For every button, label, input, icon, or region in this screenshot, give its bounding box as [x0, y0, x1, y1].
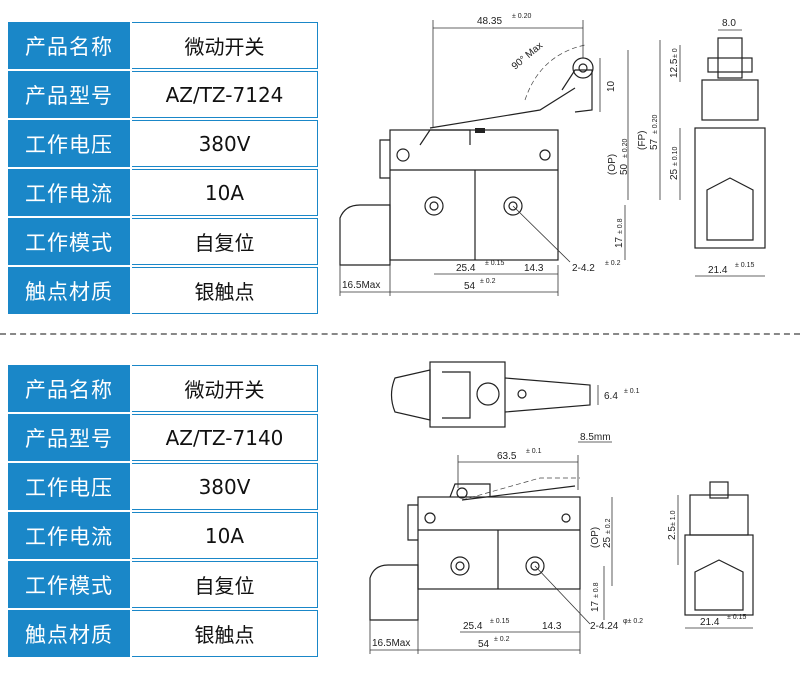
dim-64: 6.4 [604, 391, 618, 402]
dim-143: 14.3 [524, 263, 544, 274]
dim-2424: 2-4.24 [590, 621, 619, 632]
tol-125: ± 0 [672, 48, 679, 58]
dim-165-2: 16.5Max [372, 638, 410, 649]
spec-row-mode: 工作模式 自复位 [8, 560, 318, 609]
dimension-drawing-2: 6.4 ± 0.1 8.5mm 63.5 ± 0.1 (OP) 25 ± 0.2… [369, 361, 754, 654]
dim-50: 50 [619, 163, 630, 175]
tol-254-2: ± 0.15 [490, 618, 510, 625]
tol-54: ± 0.2 [480, 278, 496, 285]
spec-row-mode: 工作模式 自复位 [8, 217, 318, 266]
top-view-2: 6.4 ± 0.1 [390, 361, 640, 428]
dim-90: 90° Max [510, 40, 545, 72]
tol-254: ± 0.15 [485, 260, 505, 267]
tol-2424: φ± 0.2 [623, 618, 643, 625]
dim-17-2: 17 [590, 600, 601, 612]
spec-label-contact: 触点材质 [8, 610, 130, 657]
tol-214: ± 0.15 [735, 262, 755, 269]
dim-254-2: 25.4 [463, 621, 483, 632]
dim-80: 8.0 [722, 18, 736, 29]
switch-body-2: 8.5mm 63.5 ± 0.1 (OP) 25 ± 0.2 17 ± 0.8 … [369, 432, 643, 654]
dim-635: 63.5 [497, 451, 517, 462]
spec-label-contact: 触点材质 [8, 267, 130, 314]
spec-value-model: AZ/TZ-7124 [132, 71, 318, 118]
dim-85: 8.5mm [580, 432, 611, 443]
tol-57: ± 0.20 [652, 114, 659, 134]
dimension-drawing-1: 48.35 ± 0.20 90° Max 10 (OP) 50 ± 0.20 (… [339, 13, 766, 296]
spec-table-1: 产品名称 微动开关 产品型号 AZ/TZ-7124 工作电压 380V 工作电流… [8, 21, 318, 315]
dim-10: 10 [606, 80, 617, 92]
spec-row-name: 产品名称 微动开关 [8, 21, 318, 70]
dim-165: 16.5Max [342, 280, 380, 291]
dim-54-2: 54 [478, 639, 490, 650]
tol-17-2: ± 0.8 [593, 582, 600, 598]
tol-214-2: ± 0.15 [727, 614, 747, 621]
spec-label-name: 产品名称 [8, 22, 130, 69]
spec-value-current: 10A [132, 512, 318, 559]
switch-body-1 [339, 44, 594, 266]
dim-25b: 2.5 [667, 526, 678, 540]
section-divider [0, 333, 800, 335]
spec-row-contact: 触点材质 银触点 [8, 266, 318, 315]
spec-value-mode: 自复位 [132, 218, 318, 265]
tol-242: ± 0.2 [605, 260, 621, 267]
spec-table-2: 产品名称 微动开关 产品型号 AZ/TZ-7140 工作电压 380V 工作电流… [8, 364, 318, 658]
tol-635: ± 0.1 [526, 448, 542, 455]
dim-25-2: 25 [602, 536, 613, 548]
spec-label-mode: 工作模式 [8, 561, 130, 608]
dim-op-2: (OP) [590, 527, 601, 548]
spec-value-name: 微动开关 [132, 22, 318, 69]
spec-label-voltage: 工作电压 [8, 120, 130, 167]
tol-54-2: ± 0.2 [494, 636, 510, 643]
spec-row-current: 工作电流 10A [8, 511, 318, 560]
spec-row-current: 工作电流 10A [8, 168, 318, 217]
dim-254: 25.4 [456, 263, 476, 274]
dimensions-1: 48.35 ± 0.20 90° Max 10 (OP) 50 ± 0.20 (… [339, 13, 661, 296]
spec-label-current: 工作电流 [8, 512, 130, 559]
side-view-2: 2.5 ± 1.0 21.4 ± 0.15 [667, 481, 754, 629]
spec-value-contact: 银触点 [132, 267, 318, 314]
spec-label-model: 产品型号 [8, 71, 130, 118]
spec-value-voltage: 380V [132, 120, 318, 167]
spec-value-contact: 银触点 [132, 610, 318, 657]
spec-value-current: 10A [132, 169, 318, 216]
tol-25-2: ± 0.2 [605, 518, 612, 534]
spec-row-voltage: 工作电压 380V [8, 119, 318, 168]
dim-fp: (FP) [637, 131, 648, 150]
dim-54: 54 [464, 281, 476, 292]
dim-125: 12.5 [669, 58, 680, 78]
spec-row-contact: 触点材质 银触点 [8, 609, 318, 658]
side-view-1: 8.0 12.5 ± 0 25 ± 0.10 21.4 ± 0.15 [669, 18, 766, 277]
dim-143-2: 14.3 [542, 621, 562, 632]
spec-value-name: 微动开关 [132, 365, 318, 412]
dim-242: 2-4.2 [572, 263, 595, 274]
tol-48: ± 0.20 [512, 13, 532, 20]
spec-label-voltage: 工作电压 [8, 463, 130, 510]
spec-row-model: 产品型号 AZ/TZ-7124 [8, 70, 318, 119]
dim-214-2: 21.4 [700, 617, 720, 628]
spec-label-mode: 工作模式 [8, 218, 130, 265]
dim-25: 25 [669, 168, 680, 180]
tol-17: ± 0.8 [617, 218, 624, 234]
spec-value-mode: 自复位 [132, 561, 318, 608]
spec-label-current: 工作电流 [8, 169, 130, 216]
dim-214: 21.4 [708, 265, 728, 276]
spec-label-model: 产品型号 [8, 414, 130, 461]
dim-17: 17 [614, 236, 625, 248]
tol-64: ± 0.1 [624, 388, 640, 395]
spec-value-model: AZ/TZ-7140 [132, 414, 318, 461]
spec-row-name: 产品名称 微动开关 [8, 364, 318, 413]
dim-48: 48.35 [477, 16, 502, 27]
tol-25b: ± 1.0 [670, 510, 677, 526]
tol-25: ± 0.10 [672, 146, 679, 166]
spec-value-voltage: 380V [132, 463, 318, 510]
spec-row-voltage: 工作电压 380V [8, 462, 318, 511]
spec-row-model: 产品型号 AZ/TZ-7140 [8, 413, 318, 462]
dim-57: 57 [649, 138, 660, 150]
spec-label-name: 产品名称 [8, 365, 130, 412]
tol-50: ± 0.20 [622, 138, 629, 158]
dim-op-1: (OP) [607, 154, 618, 175]
